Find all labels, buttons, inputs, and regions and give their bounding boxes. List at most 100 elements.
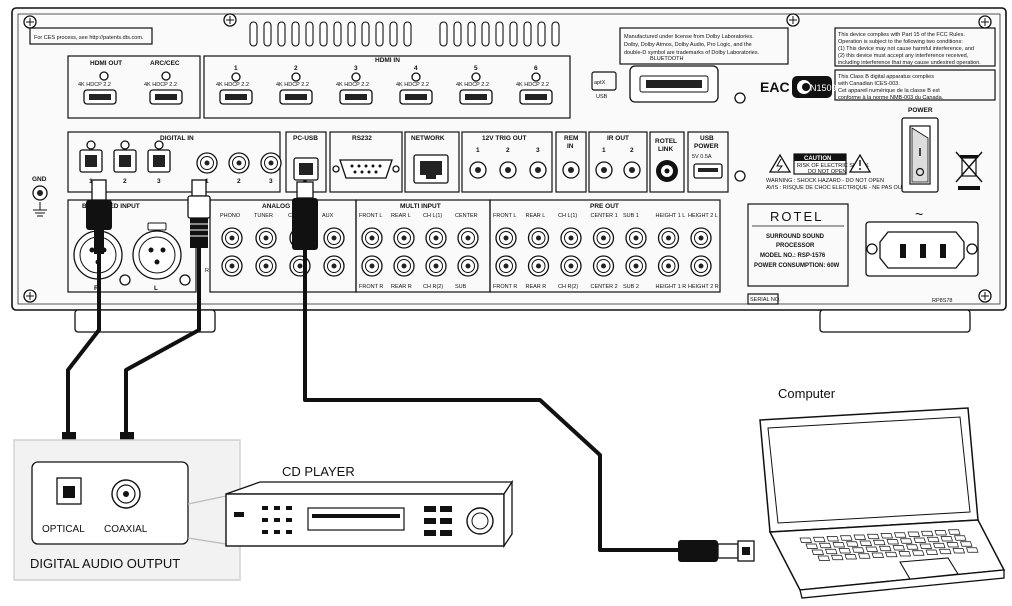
rs232-port[interactable] xyxy=(339,159,393,179)
pre-out-jack[interactable] xyxy=(527,255,550,277)
laptop-key[interactable] xyxy=(846,541,859,547)
digital-optical-input[interactable] xyxy=(113,149,137,173)
multi-input-jack[interactable] xyxy=(425,255,447,277)
pre-out-jack[interactable] xyxy=(560,227,582,249)
pre-out-jack[interactable] xyxy=(690,255,712,277)
laptop-key[interactable] xyxy=(907,531,920,537)
digital-optical-input[interactable] xyxy=(147,149,171,173)
analog-input-jack-r[interactable] xyxy=(221,255,243,277)
pre-out-jack[interactable] xyxy=(657,227,680,249)
laptop-key[interactable] xyxy=(880,533,893,539)
hdmi-in-port[interactable] xyxy=(279,89,313,105)
analog-input-jack-l[interactable] xyxy=(221,227,243,249)
rotel-link-jack[interactable] xyxy=(656,160,678,182)
coaxial-output-port[interactable] xyxy=(111,479,141,509)
pre-out-jack[interactable] xyxy=(592,255,615,277)
pre-out-jack[interactable] xyxy=(625,227,647,249)
usb-power-port[interactable] xyxy=(693,163,723,179)
pre-out-jack[interactable] xyxy=(495,227,517,249)
laptop-key[interactable] xyxy=(805,543,818,549)
laptop-key[interactable] xyxy=(873,539,886,546)
laptop-key[interactable] xyxy=(844,554,857,560)
laptop-key[interactable] xyxy=(852,547,865,553)
ir-out-jack[interactable] xyxy=(623,161,641,179)
analog-input-jack-l[interactable] xyxy=(323,227,345,249)
trigger-jack[interactable] xyxy=(529,161,547,179)
pre-out-jack[interactable] xyxy=(625,255,647,277)
hdmi-in-port[interactable] xyxy=(399,89,433,105)
trigger-jack[interactable] xyxy=(469,161,487,179)
laptop-key[interactable] xyxy=(853,534,866,540)
digital-optical-input[interactable] xyxy=(79,149,103,173)
multi-input-jack[interactable] xyxy=(361,227,383,249)
hdmi-in-port[interactable] xyxy=(459,89,493,105)
laptop-key[interactable] xyxy=(799,537,812,543)
ir-out-jack[interactable] xyxy=(595,161,613,179)
cd-volume-knob[interactable] xyxy=(466,507,494,535)
optical-output-port[interactable] xyxy=(56,477,82,505)
laptop-key[interactable] xyxy=(871,552,884,558)
multi-input-jack[interactable] xyxy=(457,255,479,277)
ac-power-inlet[interactable] xyxy=(865,221,979,277)
laptop-key[interactable] xyxy=(811,549,824,555)
digital-coax-input[interactable] xyxy=(260,152,282,174)
laptop-key[interactable] xyxy=(946,542,959,548)
laptop-key[interactable] xyxy=(952,548,965,554)
pc-usb-port[interactable] xyxy=(293,157,319,181)
laptop-key[interactable] xyxy=(886,539,899,545)
laptop-key[interactable] xyxy=(948,529,961,535)
laptop-key[interactable] xyxy=(817,555,830,561)
laptop-key[interactable] xyxy=(940,536,953,542)
bluetooth-usb-port[interactable] xyxy=(629,65,719,103)
laptop-key[interactable] xyxy=(825,548,838,555)
hdmi-in-port[interactable] xyxy=(339,89,373,105)
ethernet-port[interactable] xyxy=(413,154,449,184)
cd-disc-tray[interactable] xyxy=(307,507,405,531)
laptop-key[interactable] xyxy=(885,551,898,558)
laptop-key[interactable] xyxy=(826,536,839,542)
pre-out-jack[interactable] xyxy=(657,255,680,277)
cd-power-button[interactable] xyxy=(234,512,244,517)
laptop-key[interactable] xyxy=(892,545,905,551)
laptop-key[interactable] xyxy=(840,535,853,541)
laptop-key[interactable] xyxy=(927,536,940,543)
hdmi-out-port[interactable] xyxy=(83,89,117,105)
laptop-key[interactable] xyxy=(894,532,907,538)
multi-input-jack[interactable] xyxy=(361,255,383,277)
hdmi-arc-port[interactable] xyxy=(149,89,183,105)
laptop-key[interactable] xyxy=(939,548,952,555)
laptop-key[interactable] xyxy=(966,547,979,553)
laptop-trackpad[interactable] xyxy=(899,557,959,580)
laptop-key[interactable] xyxy=(913,537,926,543)
laptop-key[interactable] xyxy=(925,549,938,555)
laptop-key[interactable] xyxy=(813,536,826,543)
xlr-left-jack[interactable] xyxy=(132,230,182,280)
digital-coax-input[interactable] xyxy=(196,152,218,174)
pre-out-jack[interactable] xyxy=(690,227,712,249)
laptop-key[interactable] xyxy=(912,550,925,556)
laptop-key[interactable] xyxy=(879,545,892,552)
analog-input-jack-l[interactable] xyxy=(255,227,277,249)
rem-in-jack[interactable] xyxy=(562,161,580,179)
hdmi-in-port[interactable] xyxy=(219,89,253,105)
power-switch[interactable] xyxy=(901,117,939,193)
laptop-key[interactable] xyxy=(954,535,967,541)
hdmi-in-port[interactable] xyxy=(519,89,553,105)
ground-terminal[interactable] xyxy=(32,185,48,201)
laptop-key[interactable] xyxy=(919,543,932,549)
multi-input-jack[interactable] xyxy=(425,227,447,249)
laptop-key[interactable] xyxy=(859,540,872,546)
multi-input-jack[interactable] xyxy=(457,227,479,249)
laptop-key[interactable] xyxy=(933,542,946,549)
multi-input-jack[interactable] xyxy=(393,227,415,249)
laptop-key[interactable] xyxy=(900,538,913,544)
laptop-key[interactable] xyxy=(838,548,851,554)
laptop-key[interactable] xyxy=(960,541,973,547)
pre-out-jack[interactable] xyxy=(592,227,615,249)
analog-input-jack-r[interactable] xyxy=(323,255,345,277)
laptop-key[interactable] xyxy=(906,544,919,550)
pre-out-jack[interactable] xyxy=(527,227,550,249)
digital-coax-input[interactable] xyxy=(228,152,250,174)
laptop-key[interactable] xyxy=(865,546,878,552)
laptop-key[interactable] xyxy=(934,530,947,536)
